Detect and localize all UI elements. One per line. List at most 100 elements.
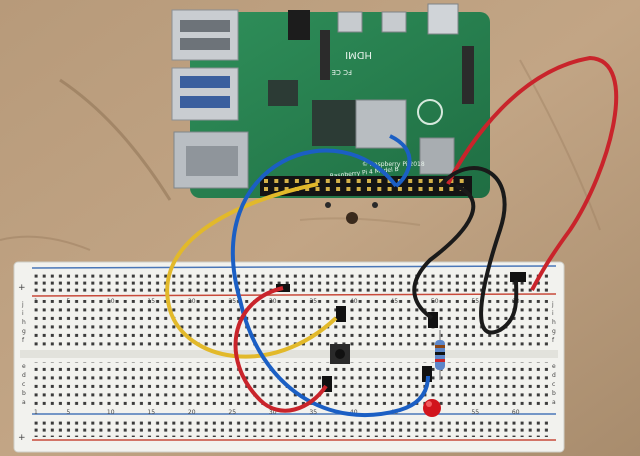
power-rail-top-holes xyxy=(34,272,550,292)
led xyxy=(423,399,441,417)
table-screw-hole xyxy=(346,212,358,224)
terminal-strip-bottom-holes xyxy=(34,362,550,408)
hdmi-silk-label: HDMI xyxy=(345,49,372,60)
red-jumper-wire-right xyxy=(446,55,619,291)
terminal-strip-top-holes xyxy=(34,300,550,346)
column-number: 15 xyxy=(147,409,155,416)
audio-jack xyxy=(288,10,310,40)
raspberry-logo xyxy=(417,99,443,125)
column-number: 50 xyxy=(431,298,439,305)
gpio-pin xyxy=(418,187,423,191)
blue-jumper-wire xyxy=(231,148,430,417)
wifi-module xyxy=(419,137,455,175)
gpio-pin xyxy=(356,187,361,191)
gpio-pin xyxy=(264,187,268,191)
push-button-cap xyxy=(335,349,345,359)
row-letter: f xyxy=(22,337,25,344)
gpio-pin xyxy=(439,187,444,191)
red-jumper-wire-left xyxy=(233,286,328,413)
row-letter: e xyxy=(552,363,556,370)
micro-hdmi-port xyxy=(337,11,363,33)
rail-line-blue-top xyxy=(31,265,557,269)
gpio-pin xyxy=(305,187,310,191)
column-number: 55 xyxy=(471,298,479,305)
column-number: 35 xyxy=(309,298,317,305)
raspberry-pi-board: HDMI FC CE Raspberry Pi 4 Model B © Rasp… xyxy=(171,3,490,198)
ethernet-socket xyxy=(186,146,238,176)
black-jumper-wire-right xyxy=(438,166,519,335)
gpio-pin xyxy=(387,187,392,191)
gpio-pin xyxy=(439,179,444,183)
board-standoff xyxy=(325,202,331,208)
gpio-pin xyxy=(346,187,351,191)
row-letter: i xyxy=(22,310,24,317)
gpio-pin xyxy=(346,179,351,183)
row-letter: j xyxy=(21,301,24,308)
gpio-pin xyxy=(284,187,289,191)
row-letter: h xyxy=(22,319,26,326)
row-letter: g xyxy=(22,328,26,335)
row-letter: h xyxy=(552,319,556,326)
gpio-pin xyxy=(408,179,413,183)
usb3-port-slot xyxy=(180,76,230,88)
black-jumper-wire-left xyxy=(412,184,476,320)
gpio-pin xyxy=(315,187,320,191)
column-number: 30 xyxy=(269,298,277,305)
column-number: 15 xyxy=(147,298,155,305)
copyright-silk-label: © Raspberry Pi 2018 xyxy=(362,161,425,168)
usb-port-slot xyxy=(180,20,230,32)
center-channel xyxy=(20,350,558,358)
gpio-pin xyxy=(274,179,279,183)
column-number: 55 xyxy=(471,409,479,416)
usb-port-slot xyxy=(180,38,230,50)
rail-plus-label-bottom: + xyxy=(18,433,26,443)
row-letter: b xyxy=(22,390,26,397)
column-number: 20 xyxy=(188,409,196,416)
gpio-pin xyxy=(264,179,268,183)
row-letter: i xyxy=(552,310,554,317)
gpio-pin xyxy=(428,187,433,191)
column-number: 25 xyxy=(228,298,236,305)
power-rail-bottom-holes xyxy=(34,419,550,437)
usb-port-middle xyxy=(171,67,239,121)
fcc-silk-label: FC CE xyxy=(332,68,352,76)
gpio-pin xyxy=(336,187,341,191)
gpio-pin xyxy=(418,179,423,183)
row-letter: b xyxy=(552,390,556,397)
wire-connector xyxy=(322,376,332,392)
rail-plus-label-top: + xyxy=(18,283,26,293)
gpio-pin xyxy=(294,179,299,183)
gpio-pin xyxy=(315,179,320,183)
column-number: 10 xyxy=(107,298,115,305)
gpio-pin xyxy=(377,187,382,191)
usb3-port-slot xyxy=(180,96,230,108)
gpio-pin xyxy=(397,187,402,191)
micro-hdmi-port xyxy=(381,11,407,33)
yellow-jumper-wire xyxy=(165,182,338,359)
gpio-pin xyxy=(325,187,330,191)
column-number: 20 xyxy=(188,298,196,305)
gpio-pin xyxy=(274,187,279,191)
row-letter: g xyxy=(552,328,556,335)
blue-jumper-wire-top xyxy=(389,134,412,188)
usb-port-top xyxy=(171,9,239,61)
column-number: 5 xyxy=(66,298,70,305)
row-letter: c xyxy=(22,381,25,388)
display-connector xyxy=(320,30,330,80)
wire-connector xyxy=(336,306,346,322)
column-number: 60 xyxy=(512,409,520,416)
gpio-pin xyxy=(377,179,382,183)
usb-c-power-port xyxy=(427,3,459,35)
column-number: 40 xyxy=(350,409,358,416)
column-number: 40 xyxy=(350,298,358,305)
rail-line-red-top xyxy=(31,293,557,297)
wire-connector xyxy=(422,366,432,382)
gpio-pin xyxy=(325,179,330,183)
column-number: 10 xyxy=(107,409,115,416)
wire-connector xyxy=(510,272,526,282)
gpio-pin xyxy=(336,179,341,183)
board-standoff xyxy=(372,202,378,208)
